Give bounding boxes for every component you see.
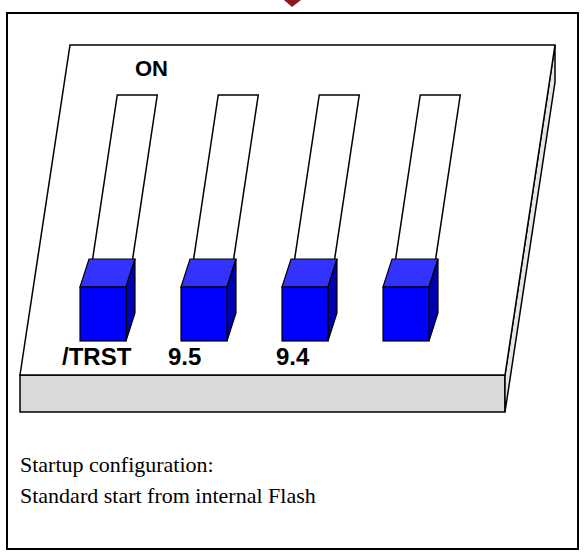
pin-name: 9.5 <box>168 343 201 371</box>
knob-side <box>227 259 236 341</box>
note-line: Startup configuration: <box>20 452 214 477</box>
note-line: Standard start from internal Flash <box>20 483 316 508</box>
knob-side <box>126 259 135 341</box>
knob-front <box>282 287 328 341</box>
switch-on-label: ON <box>135 56 168 81</box>
switch-top-face <box>20 45 555 375</box>
frame <box>7 13 578 549</box>
knob-front <box>383 287 429 341</box>
knob-front <box>80 287 126 341</box>
knob-front <box>181 287 227 341</box>
switch-front-face <box>20 375 505 412</box>
pin-name: /TRST <box>62 343 131 371</box>
switch-slots <box>80 95 460 341</box>
knob-side <box>328 259 337 341</box>
knob-side <box>429 259 438 341</box>
top-marker <box>284 0 301 7</box>
pin-name: 9.4 <box>276 343 309 371</box>
